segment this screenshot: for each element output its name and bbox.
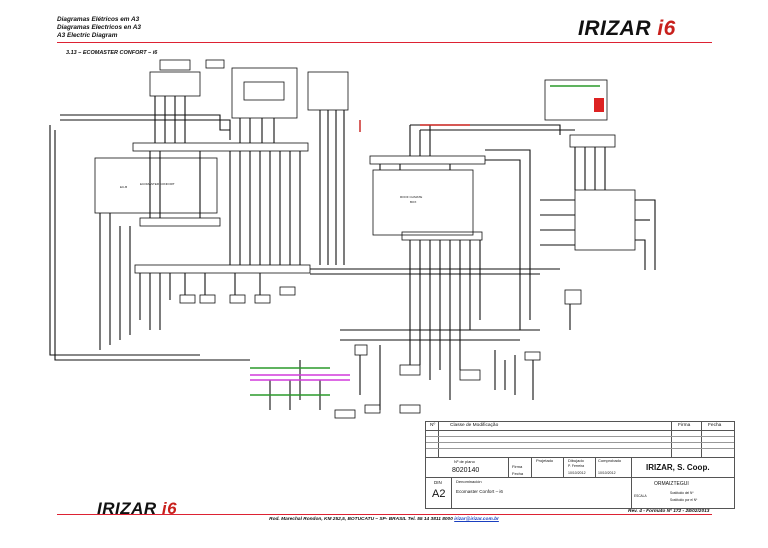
left-board-label: ECOMASTER CONFORT bbox=[140, 182, 175, 186]
section-title: 3.13 – ECOMASTER CONFORT – i6 bbox=[66, 50, 158, 56]
right-board-sub: BOX bbox=[410, 200, 416, 204]
title-block: Nº Classe de Modificação Firma Fecha Nº … bbox=[425, 421, 735, 509]
tb-nr-label: Nº bbox=[430, 423, 436, 428]
tb-sust-a: Sustituido del Nº bbox=[670, 491, 694, 495]
footer-address: Rod. Marechal Rondon, KM 252,5, BOTUCATU… bbox=[0, 517, 768, 522]
logo-model: i6 bbox=[657, 17, 676, 40]
tb-fecha2: Fecha bbox=[512, 471, 524, 476]
tb-dib-date: 10/10/2012 bbox=[598, 471, 616, 475]
tb-dibujado: Dibujado bbox=[568, 458, 584, 463]
document-header: Diagramas Elétricos em A3 Diagramas Elec… bbox=[57, 16, 141, 40]
tb-denom-label: Denominación bbox=[456, 479, 482, 484]
tb-din-label: DIN bbox=[434, 480, 442, 485]
tb-classe-label: Classe de Modificação bbox=[450, 423, 499, 428]
header-rule bbox=[57, 42, 712, 43]
tb-din-value: A2 bbox=[432, 488, 446, 500]
irizar-logo-top: IRIZAR i6 bbox=[578, 17, 676, 41]
tb-plano-label: Nº de plano bbox=[454, 459, 475, 464]
footer-text: Rod. Marechal Rondon, KM 252,5, BOTUCATU… bbox=[269, 517, 455, 522]
tb-comprobado: Comprobado bbox=[598, 458, 622, 463]
tb-plano-value: 8020140 bbox=[452, 467, 480, 474]
tb-city: ORMAIZTEGUI bbox=[654, 481, 689, 487]
tb-escala-label: ESCALA bbox=[634, 494, 647, 498]
tb-sust-b: Sustituido por el Nº bbox=[670, 498, 698, 502]
tb-denom-value: Ecomaster Confort – i6 bbox=[456, 489, 503, 494]
header-line-2: Diagramas Electricos en A3 bbox=[57, 24, 141, 31]
footer-rule bbox=[57, 514, 712, 515]
logo-text: IRIZAR bbox=[578, 17, 651, 40]
logo-text-bottom: IRIZAR bbox=[97, 499, 157, 518]
irizar-logo-bottom: IRIZAR i6 bbox=[97, 499, 177, 519]
tb-proj-name: P. Ferreira bbox=[568, 464, 585, 468]
tb-firma-label: Firma bbox=[678, 423, 691, 428]
header-line-3: A3 Electric Diagram bbox=[57, 32, 118, 39]
tb-fecha-label: Fecha bbox=[708, 423, 722, 428]
tb-company: IRIZAR, S. Coop. bbox=[646, 463, 710, 472]
header-line-1: Diagramas Elétricos em A3 bbox=[57, 16, 140, 23]
revision-note: Rev. 4 - Formato Nº 172 - 28/02/2013 bbox=[628, 509, 710, 514]
right-board-label: ROOF CLIMATE bbox=[400, 195, 422, 199]
tb-proj-date: 10/10/2012 bbox=[568, 471, 586, 475]
tb-projetado: Projetado bbox=[536, 458, 554, 463]
logo-model-bottom: i6 bbox=[161, 499, 178, 518]
footer-email-link[interactable]: irizar@irizar.com.br bbox=[454, 517, 499, 522]
left-board-id: EC-B bbox=[120, 185, 127, 189]
tb-firma2: Firma bbox=[512, 464, 523, 469]
